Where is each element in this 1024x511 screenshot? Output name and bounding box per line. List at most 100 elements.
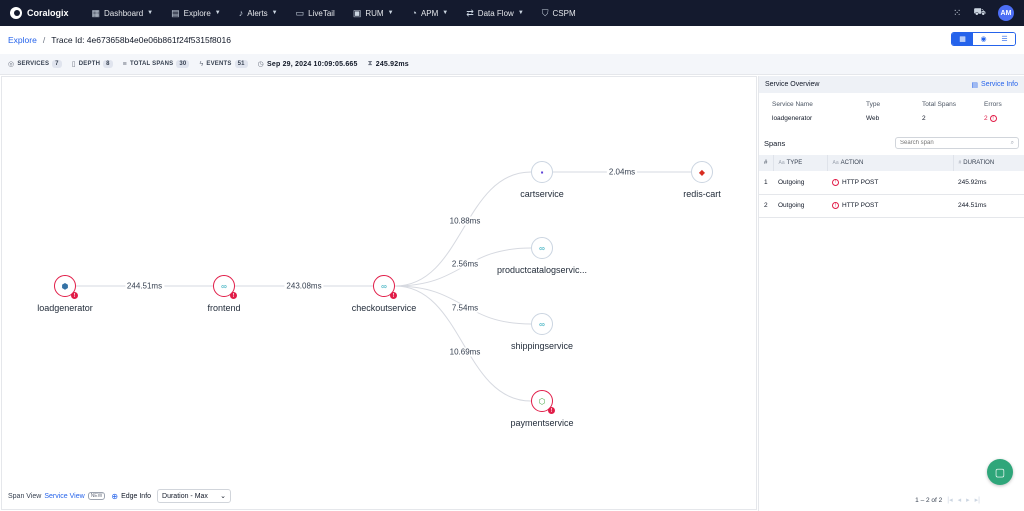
nav-alerts[interactable]: ♪Alerts▼ [238, 8, 278, 18]
errors-value[interactable]: 2! [984, 115, 1024, 122]
shield-icon: ⛉ [541, 7, 549, 18]
grid-icon: ▦ [91, 7, 101, 18]
table-row[interactable]: 1 Outgoing !HTTP POST 245.92ms [759, 171, 1024, 195]
col-index[interactable]: # [759, 155, 774, 171]
chevron-down-icon: ▼ [442, 10, 449, 16]
edge-label: 10.69ms [447, 347, 483, 357]
nav-dashboard[interactable]: ▦Dashboard▼ [91, 7, 154, 18]
chat-button[interactable]: ▢ [987, 459, 1013, 485]
edge-label: 244.51ms [124, 281, 165, 291]
breadcrumb: Explore / Trace Id: 4e673658b4e0e06b861f… [0, 26, 1024, 54]
edge-metric-select[interactable]: Duration - Max ⌄ [157, 489, 232, 503]
avatar[interactable]: AM [998, 5, 1014, 21]
bolt-icon: ϟ [199, 60, 204, 68]
service-node-redis-cart[interactable]: ◆ [691, 161, 713, 183]
next-page-icon[interactable]: ▸ [966, 497, 970, 504]
pagination: 1 – 2 of 2 |◂ ◂ ▸ ▸| [915, 496, 980, 505]
service-info-link[interactable]: ▤Service Info [971, 81, 1018, 89]
document-icon: ▯ [71, 61, 76, 68]
breadcrumb-separator: / [42, 35, 46, 45]
span-view-button[interactable]: Span View [8, 492, 42, 500]
last-page-icon[interactable]: ▸| [974, 497, 980, 504]
link-icon: ∞ [221, 281, 227, 291]
service-node-frontend[interactable]: ∞! [213, 275, 237, 299]
stat-start-time: ◷Sep 29, 2024 10:09:05.665 [257, 60, 358, 69]
target-icon: ⊕ [111, 491, 119, 501]
list-view-button[interactable]: ☰ [994, 33, 1015, 45]
search-icon: ⌕ [1010, 139, 1014, 146]
link-icon: ∞ [381, 281, 387, 291]
depth-count: 8 [103, 60, 113, 68]
nav-explore[interactable]: ▤Explore▼ [171, 7, 221, 18]
graph-edge[interactable] [394, 171, 532, 287]
nav-cspm[interactable]: ⛉CSPM [541, 7, 576, 18]
chevron-down-icon: ▼ [147, 10, 154, 16]
first-page-icon[interactable]: |◂ [947, 497, 953, 504]
nav-dataflow[interactable]: ⇄Data Flow▼ [466, 7, 524, 18]
hourglass-icon: ⧗ [367, 60, 373, 67]
service-node-label: frontend [207, 303, 241, 313]
graph-edge[interactable] [394, 285, 532, 402]
service-view-button[interactable]: Service View [44, 492, 85, 500]
breadcrumb-explore-link[interactable]: Explore [8, 35, 37, 45]
spans-title: Spans [764, 138, 786, 148]
chevron-down-icon: ▼ [214, 10, 221, 16]
info-icon: ▤ [971, 81, 979, 89]
text-type-icon: Aa [778, 160, 785, 166]
service-node-label: redis-cart [683, 189, 721, 199]
service-node-loadgenerator[interactable]: ⬢! [54, 275, 78, 299]
redis-icon: ◆ [698, 167, 706, 177]
livetail-icon: ▭ [295, 7, 305, 18]
graph-view-button[interactable]: ▦ [952, 33, 973, 45]
nav-right-tools: ⁙ ⛟ AM [953, 5, 1024, 21]
apps-grid-icon[interactable]: ⁙ [953, 7, 962, 19]
stat-duration: ⧗245.92ms [367, 60, 409, 68]
brand-logo[interactable]: Coralogix [0, 7, 83, 19]
service-node-shippingservice[interactable]: ∞ [531, 313, 553, 335]
car-icon[interactable]: ⛟ [973, 6, 986, 18]
service-graph[interactable]: Span View Service View NEW ⊕ Edge Info D… [1, 76, 757, 510]
link-icon: ∞ [539, 243, 545, 253]
nav-rum[interactable]: ▣RUM▼ [352, 7, 394, 18]
text-type-icon: Aa [832, 160, 839, 166]
error-badge-icon: ! [548, 407, 555, 414]
chevron-down-icon: ▼ [271, 10, 278, 16]
service-node-label: checkoutservice [351, 303, 417, 313]
service-node-cartservice[interactable]: ▪ [531, 161, 553, 183]
chevron-down-icon: ⌄ [220, 493, 227, 500]
pagination-range: 1 – 2 of 2 [915, 496, 943, 504]
service-node-label: loadgenerator [37, 303, 93, 313]
table-row[interactable]: 2 Outgoing !HTTP POST 244.51ms [759, 194, 1024, 218]
span-search-input[interactable] [900, 140, 1000, 146]
service-node-paymentservice[interactable]: ⬡! [531, 390, 555, 414]
error-badge-icon: ! [230, 292, 237, 299]
spans-header: Spans ⌕ [759, 137, 1024, 149]
error-icon: ! [989, 115, 997, 122]
nav-apm[interactable]: ◔APM▼ [411, 8, 449, 18]
service-name-value: loadgenerator [772, 115, 813, 122]
service-node-label: productcatalogservic... [496, 265, 588, 275]
service-node-checkoutservice[interactable]: ∞! [373, 275, 397, 299]
graph-icon: ▦ [959, 36, 966, 43]
service-node-label: cartservice [520, 189, 564, 199]
page-title: Trace Id: 4e673658b4e0e06b861f24f5315f80… [51, 35, 231, 45]
service-node-label: paymentservice [510, 418, 574, 428]
map-view-button[interactable]: ◉ [973, 33, 994, 45]
error-badge-icon: ! [390, 292, 397, 299]
view-toggle: ▦ ◉ ☰ [951, 32, 1016, 46]
dataflow-icon: ⇄ [466, 7, 474, 18]
edge-label: 2.56ms [449, 259, 481, 269]
service-node-productcatalogservice[interactable]: ∞ [531, 237, 553, 259]
nav-livetail[interactable]: ▭LiveTail [295, 7, 335, 18]
prev-page-icon[interactable]: ◂ [957, 497, 962, 504]
panel-title: Service Overview [765, 81, 820, 88]
rum-icon: ▣ [352, 7, 362, 18]
col-duration[interactable]: #DURATION [953, 155, 1024, 171]
chevron-down-icon: ▼ [387, 10, 394, 16]
service-panel: Service Overview ▤Service Info Service N… [758, 76, 1024, 511]
